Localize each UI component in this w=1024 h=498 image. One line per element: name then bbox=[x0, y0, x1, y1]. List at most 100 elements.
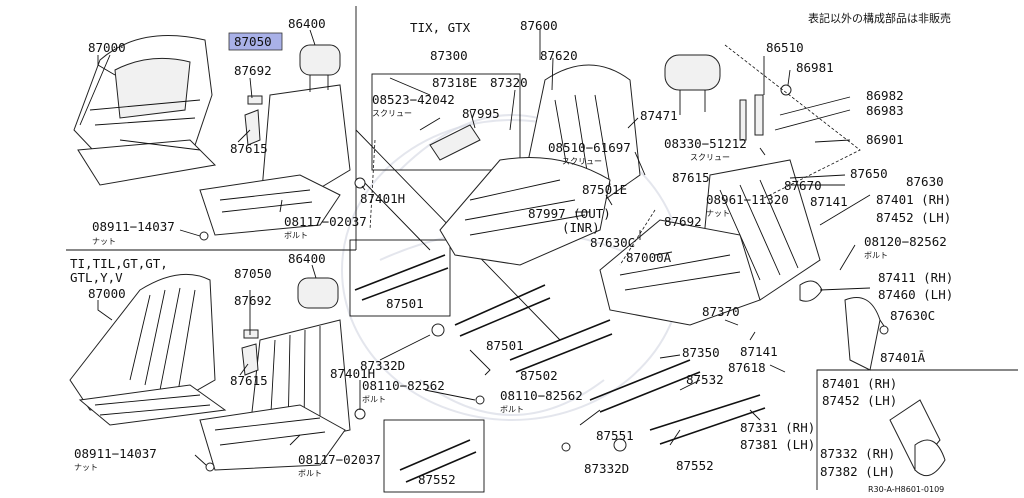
sub-label-nut-top: ナット bbox=[92, 237, 116, 246]
sub-label-bolt-mid: ボルト bbox=[500, 405, 524, 414]
part-label-87401a[interactable]: 87401Ā bbox=[880, 350, 926, 365]
part-label-87997[interactable]: 87997 (OUT) bbox=[528, 206, 611, 221]
part-label-86400-bot[interactable]: 86400 bbox=[288, 251, 326, 266]
part-label-87618[interactable]: 87618 bbox=[728, 360, 766, 375]
part-label-87630c-right[interactable]: 87630C bbox=[890, 308, 935, 323]
part-label-87502[interactable]: 87502 bbox=[520, 368, 558, 383]
part-label-87141-bot[interactable]: 87141 bbox=[740, 344, 778, 359]
part-label-87452-lh-box[interactable]: 87452 (LH) bbox=[822, 393, 897, 408]
part-label-87532[interactable]: 87532 bbox=[686, 372, 724, 387]
part-label-87411-rh[interactable]: 87411 (RH) bbox=[878, 270, 953, 285]
leader-lines bbox=[79, 29, 885, 466]
box-87501 bbox=[349, 239, 451, 317]
part-label-08961[interactable]: 08961−11320 bbox=[706, 192, 789, 207]
part-label-87050-top[interactable]: 87050 bbox=[234, 34, 272, 49]
part-label-87332d-left[interactable]: 87332D bbox=[360, 358, 405, 373]
part-label-08911-top[interactable]: 08911−14037 bbox=[92, 219, 175, 234]
part-label-87995[interactable]: 87995 bbox=[462, 106, 500, 121]
part-label-87381-lh[interactable]: 87381 (LH) bbox=[740, 437, 815, 452]
dashed-outlines bbox=[369, 44, 861, 266]
part-label-87382-lh[interactable]: 87382 (LH) bbox=[820, 464, 895, 479]
part-label-08510[interactable]: 08510−61697 bbox=[548, 140, 631, 155]
part-label-87370[interactable]: 87370 bbox=[702, 304, 740, 319]
part-label-08110-mid[interactable]: 08110−82562 bbox=[500, 388, 583, 403]
small-parts bbox=[199, 84, 946, 477]
variant-label-ti-line1: TI,TIL,GT,GT, bbox=[70, 256, 168, 271]
highlight-87050[interactable] bbox=[228, 32, 283, 51]
box-87300 bbox=[371, 73, 521, 171]
part-label-87141-top[interactable]: 87141 bbox=[810, 194, 848, 209]
part-label-08523[interactable]: 08523−42042 bbox=[372, 92, 455, 107]
seat-sketch-center bbox=[429, 64, 641, 266]
part-label-87401h-bot[interactable]: 87401H bbox=[330, 366, 375, 381]
part-label-87692-top[interactable]: 87692 bbox=[234, 63, 272, 78]
part-label-86901[interactable]: 86901 bbox=[866, 132, 904, 147]
seat-sketch-right bbox=[599, 54, 821, 326]
sub-label-bolt-bot: ボルト bbox=[298, 469, 322, 478]
rail-sketches bbox=[354, 254, 766, 483]
part-label-87692-bot[interactable]: 87692 bbox=[234, 293, 272, 308]
seat-sketch-bottom-left bbox=[69, 273, 227, 426]
part-label-87460-lh[interactable]: 87460 (LH) bbox=[878, 287, 953, 302]
seat-sketch-top-mid bbox=[199, 44, 351, 236]
part-label-08110-left[interactable]: 08110−82562 bbox=[362, 378, 445, 393]
part-label-87997-inr[interactable]: (INR) bbox=[562, 220, 600, 235]
part-label-87332-rh[interactable]: 87332 (RH) bbox=[820, 446, 895, 461]
part-label-87615-mid[interactable]: 87615 bbox=[672, 170, 710, 185]
part-label-87552-box[interactable]: 87552 bbox=[418, 472, 456, 487]
part-label-87332d-mid[interactable]: 87332D bbox=[584, 461, 629, 476]
part-label-87630[interactable]: 87630 bbox=[906, 174, 944, 189]
part-label-87300[interactable]: 87300 bbox=[430, 48, 468, 63]
part-label-08330[interactable]: 08330−51212 bbox=[664, 136, 747, 151]
part-label-87650[interactable]: 87650 bbox=[850, 166, 888, 181]
part-label-87501-box[interactable]: 87501 bbox=[386, 296, 424, 311]
part-label-87615-bot[interactable]: 87615 bbox=[230, 373, 268, 388]
diagram-code: R30-A-H8601-0109 bbox=[868, 485, 944, 494]
seat-sketch-top-left bbox=[73, 35, 217, 186]
sub-label-screw-right: スクリュー bbox=[690, 153, 730, 162]
variant-label-ti-line2: GTL,Y,V bbox=[70, 270, 123, 285]
part-label-87350[interactable]: 87350 bbox=[682, 345, 720, 360]
part-label-87630c-mid[interactable]: 87630C bbox=[590, 235, 635, 250]
part-label-87401h-top[interactable]: 87401H bbox=[360, 191, 405, 206]
part-label-86400-top[interactable]: 86400 bbox=[288, 16, 326, 31]
sub-label-nut-right: ナット bbox=[706, 209, 730, 218]
sub-label-bolt-left: ボルト bbox=[362, 395, 386, 404]
sub-label-nut-bot: ナット bbox=[74, 463, 98, 472]
part-label-87620[interactable]: 87620 bbox=[540, 48, 578, 63]
part-label-87050-bot[interactable]: 87050 bbox=[234, 266, 272, 281]
part-label-87471[interactable]: 87471 bbox=[640, 108, 678, 123]
part-label-08120[interactable]: 08120−82562 bbox=[864, 234, 947, 249]
seat-sketch-bottom-mid bbox=[199, 277, 351, 471]
part-label-87600[interactable]: 87600 bbox=[520, 18, 558, 33]
part-label-86983[interactable]: 86983 bbox=[866, 103, 904, 118]
header-note: 表記以外の構成部品は非販売 bbox=[808, 11, 951, 25]
variant-label-tix-gtx: TIX, GTX bbox=[410, 20, 471, 35]
part-label-87000-bot[interactable]: 87000 bbox=[88, 286, 126, 301]
part-label-87670[interactable]: 87670 bbox=[784, 178, 822, 193]
part-label-87401-rh-box[interactable]: 87401 (RH) bbox=[822, 376, 897, 391]
part-label-87692-mid[interactable]: 87692 bbox=[664, 214, 702, 229]
part-label-87552-right[interactable]: 87552 bbox=[676, 458, 714, 473]
part-label-86981[interactable]: 86981 bbox=[796, 60, 834, 75]
part-label-08911-bot[interactable]: 08911−14037 bbox=[74, 446, 157, 461]
part-label-08117-bot[interactable]: 08117−02037 bbox=[298, 452, 381, 467]
sub-label-screw-left: スクリュー bbox=[372, 109, 412, 118]
part-label-87320[interactable]: 87320 bbox=[490, 75, 528, 90]
part-label-87331-rh[interactable]: 87331 (RH) bbox=[740, 420, 815, 435]
part-label-87501-mid[interactable]: 87501 bbox=[486, 338, 524, 353]
part-label-87452-lh[interactable]: 87452 (LH) bbox=[876, 210, 951, 225]
part-label-87401-rh[interactable]: 87401 (RH) bbox=[876, 192, 951, 207]
part-label-87551[interactable]: 87551 bbox=[596, 428, 634, 443]
sub-label-bolt-top: ボルト bbox=[284, 231, 308, 240]
part-label-86510[interactable]: 86510 bbox=[766, 40, 804, 55]
sub-label-bolt-right: ボルト bbox=[864, 251, 888, 260]
part-label-87000a[interactable]: 87000A bbox=[626, 250, 672, 265]
part-label-86982[interactable]: 86982 bbox=[866, 88, 904, 103]
part-label-87501e[interactable]: 87501E bbox=[582, 182, 627, 197]
part-label-87318e[interactable]: 87318E bbox=[432, 75, 477, 90]
part-label-87615-top[interactable]: 87615 bbox=[230, 141, 268, 156]
part-label-87000-top[interactable]: 87000 bbox=[88, 40, 126, 55]
part-label-08117-top[interactable]: 08117−02037 bbox=[284, 214, 367, 229]
